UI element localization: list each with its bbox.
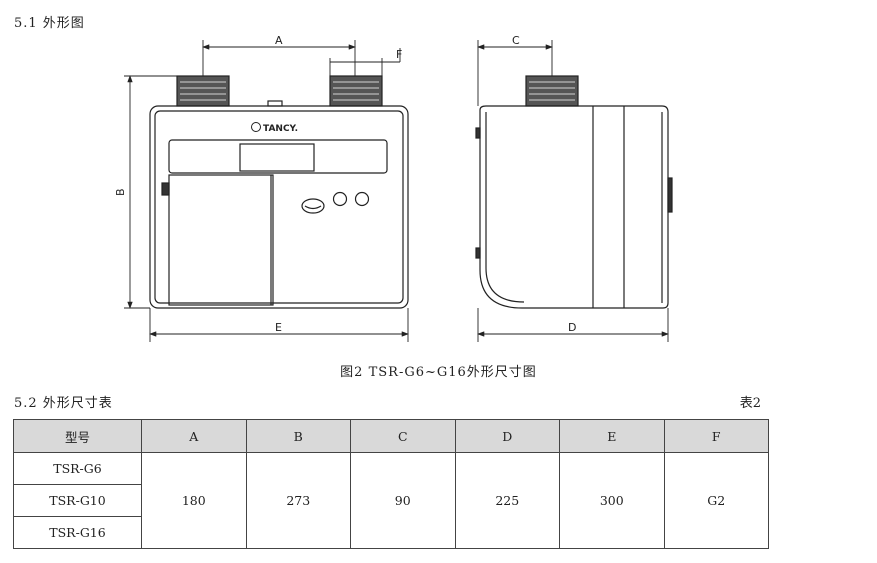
value-f: G2: [663, 452, 769, 549]
header-d: D: [454, 419, 560, 453]
table-number: 表2: [739, 396, 761, 411]
dim-label-c: C: [512, 34, 520, 47]
section-heading-dimensions: 5.2 外形尺寸表: [14, 396, 113, 411]
brand-text: TANCY.: [263, 124, 298, 134]
header-c: C: [350, 419, 456, 453]
right-connector-icon: [329, 75, 383, 107]
header-f: F: [663, 419, 769, 453]
value-c: 90: [350, 452, 456, 549]
model-cell: TSR-G6: [13, 452, 142, 485]
figure-caption: 图2 TSR-G6~G16外形尺寸图: [340, 365, 537, 380]
side-view: [475, 75, 673, 309]
dimension-table: 型号 A B C D E F TSR-G6 180 273 90 225 300…: [13, 419, 769, 549]
brand-logo: TANCY.: [251, 122, 298, 134]
value-e: 300: [559, 452, 665, 549]
table-row: TSR-G10: [13, 484, 769, 517]
header-model: 型号: [13, 419, 142, 453]
side-connector-icon: [525, 75, 579, 107]
dim-label-d: D: [568, 321, 576, 334]
front-view: [149, 75, 409, 309]
model-cell: TSR-G10: [13, 484, 142, 517]
dim-label-a: A: [275, 34, 283, 47]
header-a: A: [141, 419, 247, 453]
dimension-labels: A F B E C D: [114, 34, 576, 334]
table-row: TSR-G16: [13, 516, 769, 549]
table-header-row: 型号 A B C D E F: [13, 419, 769, 453]
header-e: E: [559, 419, 665, 453]
dim-label-e: E: [275, 321, 282, 334]
left-connector-icon: [176, 75, 230, 107]
value-a: 180: [141, 452, 247, 549]
header-b: B: [245, 419, 351, 453]
dim-label-f: F: [396, 48, 402, 61]
model-cell: TSR-G16: [13, 516, 142, 549]
outline-drawing: TANCY.: [114, 34, 673, 342]
table-row: TSR-G6 180 273 90 225 300 G2: [13, 452, 769, 549]
dimension-lines: [124, 40, 669, 342]
dim-label-b: B: [114, 188, 127, 196]
value-d: 225: [454, 452, 560, 549]
value-b: 273: [245, 452, 351, 549]
section-heading-outline: 5.1 外形图: [14, 16, 85, 31]
